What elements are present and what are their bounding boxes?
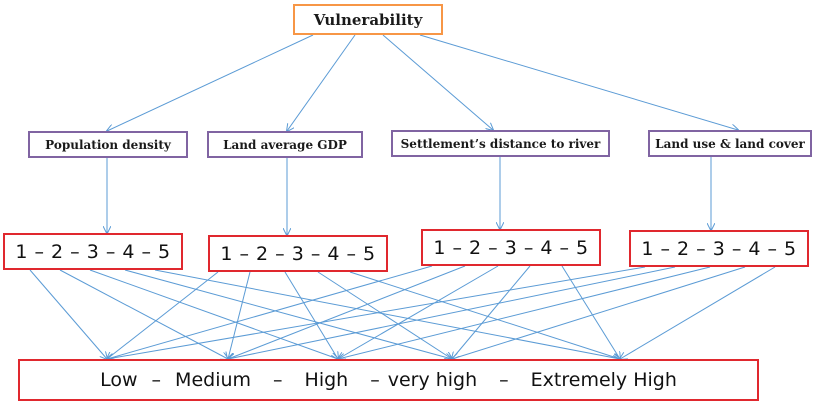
level-separator: – [370,369,380,391]
criterion-land-use-land-cover: Land use & land cover [648,130,812,157]
level-high: High [304,369,349,391]
level-medium: Medium [175,369,252,391]
vulnerability-levels-box: Low – Medium – High – very high – Extrem… [18,359,759,401]
scale-to-level-arrow [338,265,499,359]
scale-to-level-arrow [89,269,338,359]
scale-to-level-arrow [349,271,620,359]
scale-to-level-arrow [107,266,646,359]
scale-land-use-land-cover: 1 – 2 – 3 – 4 – 5 [629,230,809,267]
level-separator: – [499,369,509,391]
scale-to-level-arrow [561,265,620,359]
criterion-land-average-gdp: Land average GDP [207,131,363,158]
scale-settlement-distance-to-river: 1 – 2 – 3 – 4 – 5 [421,229,601,266]
scale-to-level-arrow [228,265,466,359]
connector-arrows [29,34,776,359]
scale-to-level-arrow [452,266,746,359]
scale-to-level-arrow [59,269,228,359]
scale-to-level-arrow [154,269,620,359]
scale-to-level-arrow [107,265,433,359]
scale-to-level-arrow [228,266,676,359]
root-to-criterion-arrow [107,34,314,131]
root-to-criterion-arrow [419,34,738,130]
root-node-vulnerability: Vulnerability [293,4,443,35]
scale-to-level-arrow [29,269,107,359]
level-separator: – [273,369,283,391]
scale-to-level-arrow [452,265,531,359]
level-very-high: very high [387,369,478,391]
scale-land-average-gdp: 1 – 2 – 3 – 4 – 5 [208,235,388,272]
root-to-criterion-arrow [382,34,493,130]
criterion-settlement-distance-to-river: Settlement’s distance to river [391,130,610,157]
scale-to-level-arrow [284,271,338,359]
scale-to-level-arrow [620,266,776,359]
scale-to-level-arrow [228,271,251,359]
level-low: Low [100,369,138,391]
root-to-criterion-arrow [287,34,356,131]
scale-to-level-arrow [338,266,711,359]
scale-population-density: 1 – 2 – 3 – 4 – 5 [3,233,183,270]
scale-to-level-arrow [107,271,219,359]
scale-to-level-arrow [124,269,452,359]
scale-to-level-arrow [317,271,452,359]
level-separator: – [151,369,162,391]
level-extremely-high: Extremely High [530,369,677,391]
criterion-population-density: Population density [28,131,188,158]
